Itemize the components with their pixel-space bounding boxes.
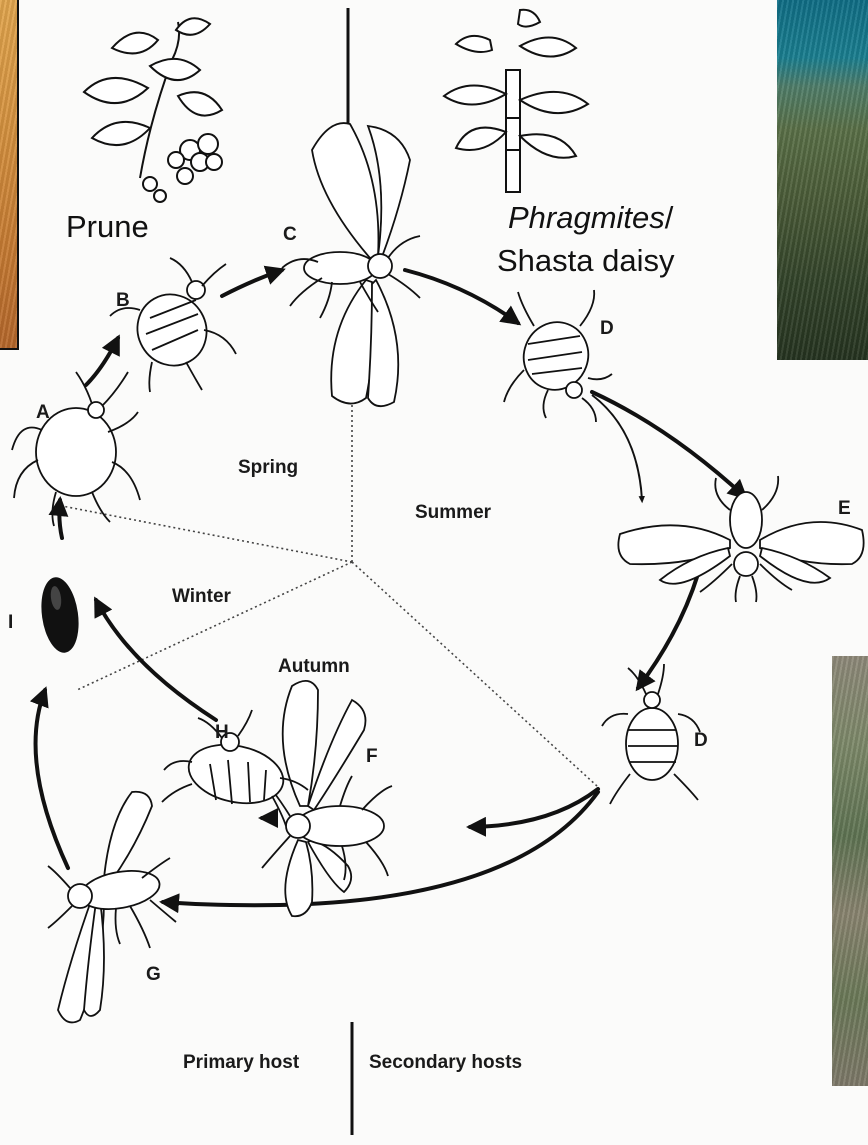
- primary-host-label: Primary host: [183, 1052, 300, 1073]
- aphid-a-icon: [12, 372, 140, 526]
- aphid-g-icon: [48, 792, 176, 1023]
- arrow-d-to-g: [163, 792, 598, 905]
- stage-label-d-top: D: [600, 318, 614, 339]
- season-line-autumn-summer: [352, 562, 597, 786]
- arrow-a-to-b: [86, 338, 118, 385]
- season-label-winter: Winter: [172, 586, 232, 607]
- aphid-e-icon: [618, 476, 863, 602]
- stage-label-b: B: [116, 290, 130, 311]
- season-label-summer: Summer: [415, 502, 492, 523]
- stage-label-d-bottom: D: [694, 730, 708, 751]
- arrow-g-to-i: [36, 690, 68, 868]
- secondary-hosts-label: Secondary hosts: [369, 1052, 522, 1073]
- stage-label-e: E: [838, 498, 851, 519]
- stage-label-f: F: [366, 746, 378, 767]
- prune-branch-icon: [84, 18, 222, 202]
- season-line-spring-winter: [57, 505, 352, 562]
- egg-icon: [37, 575, 83, 655]
- arrow-d-to-e: [592, 392, 745, 497]
- phragmites-stem-icon: [444, 10, 588, 192]
- stage-label-a: A: [36, 402, 50, 423]
- arrow-d-to-e-inner: [592, 395, 642, 500]
- aphid-d-bottom-icon: [602, 664, 700, 804]
- season-label-autumn: Autumn: [278, 656, 350, 677]
- aphid-d-top-icon: [504, 290, 612, 422]
- arrow-e-to-d: [638, 574, 698, 688]
- arrow-h-to-i: [96, 600, 216, 720]
- arrow-d-to-f: [470, 789, 598, 827]
- aphid-c-icon: [282, 123, 420, 406]
- stage-label-i: I: [8, 612, 13, 633]
- arrow-c-to-d: [405, 270, 518, 323]
- aphid-b-icon: [110, 258, 236, 392]
- season-label-spring: Spring: [238, 457, 298, 478]
- arrow-b-to-c: [222, 270, 282, 296]
- aphid-f-icon: [262, 681, 392, 916]
- stage-label-h: H: [215, 722, 229, 743]
- stage-label-c: C: [283, 224, 297, 245]
- stage-label-g: G: [146, 964, 161, 985]
